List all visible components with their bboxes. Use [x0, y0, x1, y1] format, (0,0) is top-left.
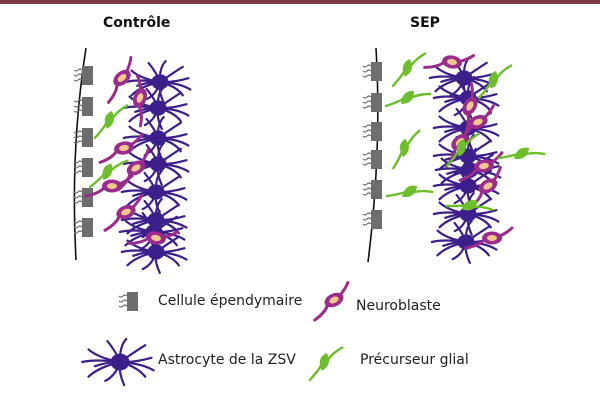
ependymal-cell — [362, 93, 382, 112]
glial-precursor — [385, 185, 434, 198]
neuroblast — [116, 147, 150, 192]
astrocyte — [124, 60, 192, 104]
glial-precursor — [93, 104, 129, 140]
control-title: Contrôle — [103, 15, 171, 31]
legend-ependymal-label: Cellule épendymaire — [158, 293, 303, 309]
legend-astrocyte-icon — [81, 337, 155, 387]
glial-precursor — [477, 64, 513, 100]
ependymal-cell — [73, 66, 93, 85]
legend-neuroblast-label: Neuroblaste — [356, 298, 441, 314]
neuroblast — [98, 133, 144, 164]
ms-panel — [362, 47, 546, 264]
ependymal-cell — [362, 62, 382, 81]
legend-icons — [81, 280, 350, 387]
astrocyte — [434, 148, 502, 192]
ependymal-cell — [73, 128, 93, 147]
glial-precursor — [384, 90, 432, 108]
ependymal-cell — [73, 158, 93, 177]
glial-precursor — [445, 132, 481, 168]
legend-glial-precursor-label: Précurseur glial — [360, 352, 469, 368]
astrocyte — [122, 116, 190, 160]
ependymal-cell — [73, 97, 93, 116]
glial-precursor — [88, 159, 129, 189]
astrocyte — [432, 192, 500, 236]
ependymal-cell — [362, 180, 382, 199]
neuroblast — [423, 54, 475, 69]
neuroblast — [103, 194, 143, 232]
legend-ependymal-icon — [118, 292, 138, 311]
neuroblast — [127, 230, 179, 245]
glial-precursor — [391, 52, 427, 88]
ependymal-cell — [362, 210, 382, 229]
astrocyte — [120, 170, 188, 214]
glial-precursor — [392, 129, 421, 170]
ependymal-cell — [73, 218, 93, 237]
ependymal-cell — [362, 150, 382, 169]
neuroblast — [464, 226, 514, 250]
glial-precursor — [445, 200, 494, 211]
ms-title: SEP — [410, 15, 440, 31]
legend-astrocyte-label: Astrocyte de la ZSV — [158, 352, 296, 368]
neuroblast — [107, 55, 133, 104]
control-panel — [73, 47, 192, 274]
ependymal-cell — [362, 122, 382, 141]
legend-glial-precursor-icon — [308, 346, 344, 382]
astrocyte — [432, 134, 500, 178]
ependymal-cell — [73, 188, 93, 207]
header-bar — [0, 0, 600, 4]
glial-precursor — [497, 147, 546, 160]
legend-neuroblast-icon — [313, 280, 350, 322]
neuroblast — [458, 151, 504, 182]
neuroblast — [132, 74, 148, 128]
